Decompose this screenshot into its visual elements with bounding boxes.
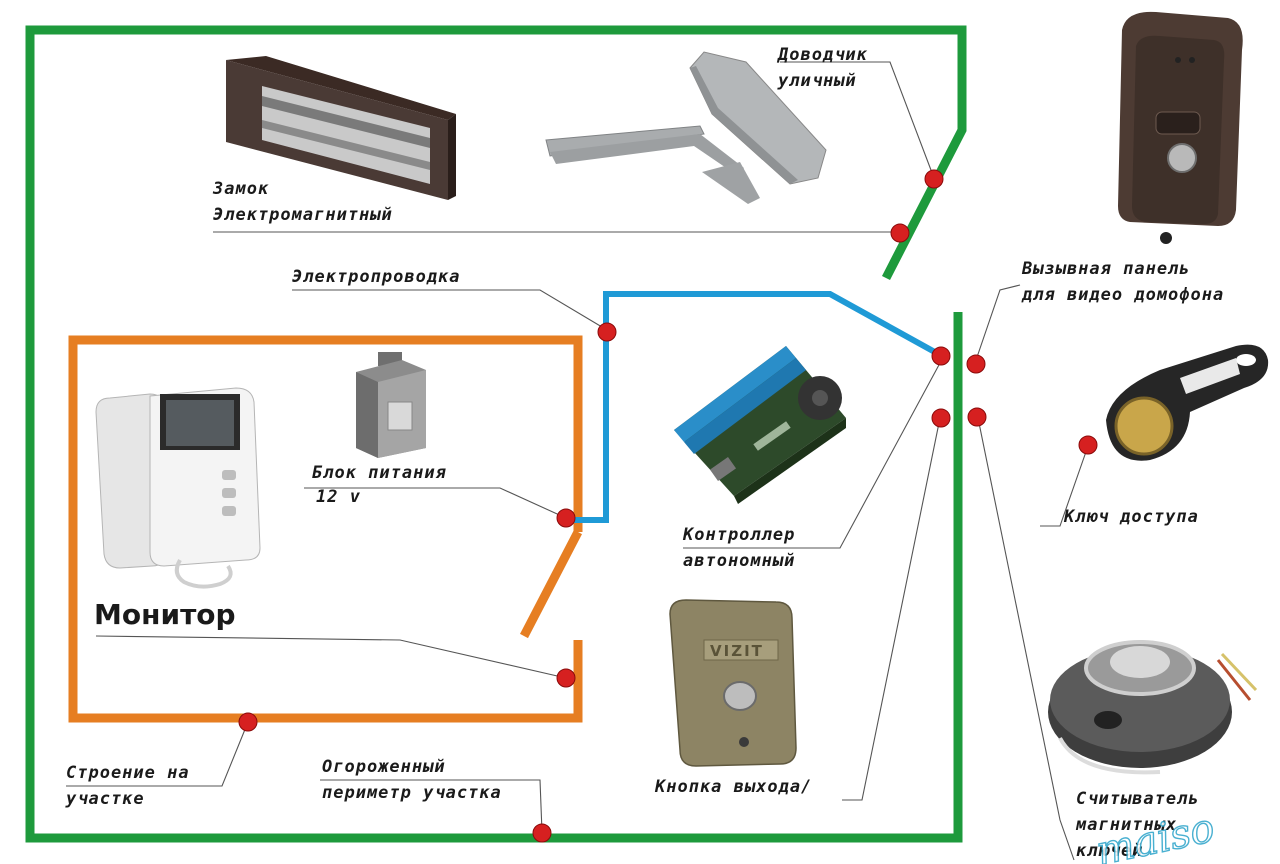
controller-device xyxy=(674,346,846,504)
dot-call-panel xyxy=(966,354,986,374)
call-panel-device xyxy=(1118,11,1243,244)
exit-button-brand-text: VIZIT xyxy=(710,642,764,660)
watermark-text: maiso xyxy=(1092,805,1218,864)
closer-label-line2: уличный xyxy=(777,71,857,91)
building-outline xyxy=(68,335,583,723)
dot-perimeter xyxy=(532,823,552,843)
building-label-line2: участке xyxy=(65,789,145,809)
exit-button-device: VIZIT xyxy=(669,599,797,767)
exit-button-label: Кнопка выхода/ xyxy=(654,777,812,797)
dot-wiring-entry xyxy=(931,346,951,366)
closer-label-line1: Доводчик xyxy=(776,45,868,65)
key-label: Ключ доступа xyxy=(1063,507,1199,527)
power-label-line1: Блок питания xyxy=(312,463,447,483)
power-label-line2: 12 v xyxy=(316,487,361,507)
dot-monitor xyxy=(556,668,576,688)
call-panel-label-line1: Вызывная панель xyxy=(1021,259,1191,279)
door-closer-device xyxy=(545,51,827,204)
dot-building xyxy=(238,712,258,732)
dot-key xyxy=(1078,435,1098,455)
connection-dots xyxy=(238,169,1098,843)
wiring-line xyxy=(566,291,944,523)
dot-power xyxy=(556,508,576,528)
controller-label-line2: автономный xyxy=(683,551,795,571)
key-reader-device xyxy=(1048,640,1258,775)
monitor-device xyxy=(95,387,261,589)
magnetic-lock-device xyxy=(226,56,456,200)
leader-lines xyxy=(66,61,1089,861)
perimeter-outline xyxy=(25,25,967,843)
controller-label-line1: Контроллер xyxy=(682,525,795,545)
reader-label-line3: ключей xyxy=(1076,841,1143,861)
lock-label-line1: Замок xyxy=(212,179,269,199)
lock-label-line2: Электромагнитный xyxy=(213,205,393,225)
building-label-line1: Строение на xyxy=(66,763,190,783)
dot-reader xyxy=(967,407,987,427)
dot-closer xyxy=(924,169,944,189)
wiring-label: Электропроводка xyxy=(292,267,461,287)
power-supply-device xyxy=(356,352,426,458)
dot-lock xyxy=(890,223,910,243)
reader-label-line1: Считыватель xyxy=(1076,789,1200,809)
perimeter-label-line2: периметр участка xyxy=(322,783,502,803)
dot-wiring xyxy=(597,322,617,342)
reader-label-line2: магнитных xyxy=(1075,815,1177,835)
call-panel-label-line2: для видео домофона xyxy=(1021,285,1224,305)
monitor-label: Монитор xyxy=(94,598,236,631)
access-key-device xyxy=(1106,344,1269,461)
perimeter-label-line1: Огороженный xyxy=(322,757,446,777)
dot-controller xyxy=(931,408,951,428)
